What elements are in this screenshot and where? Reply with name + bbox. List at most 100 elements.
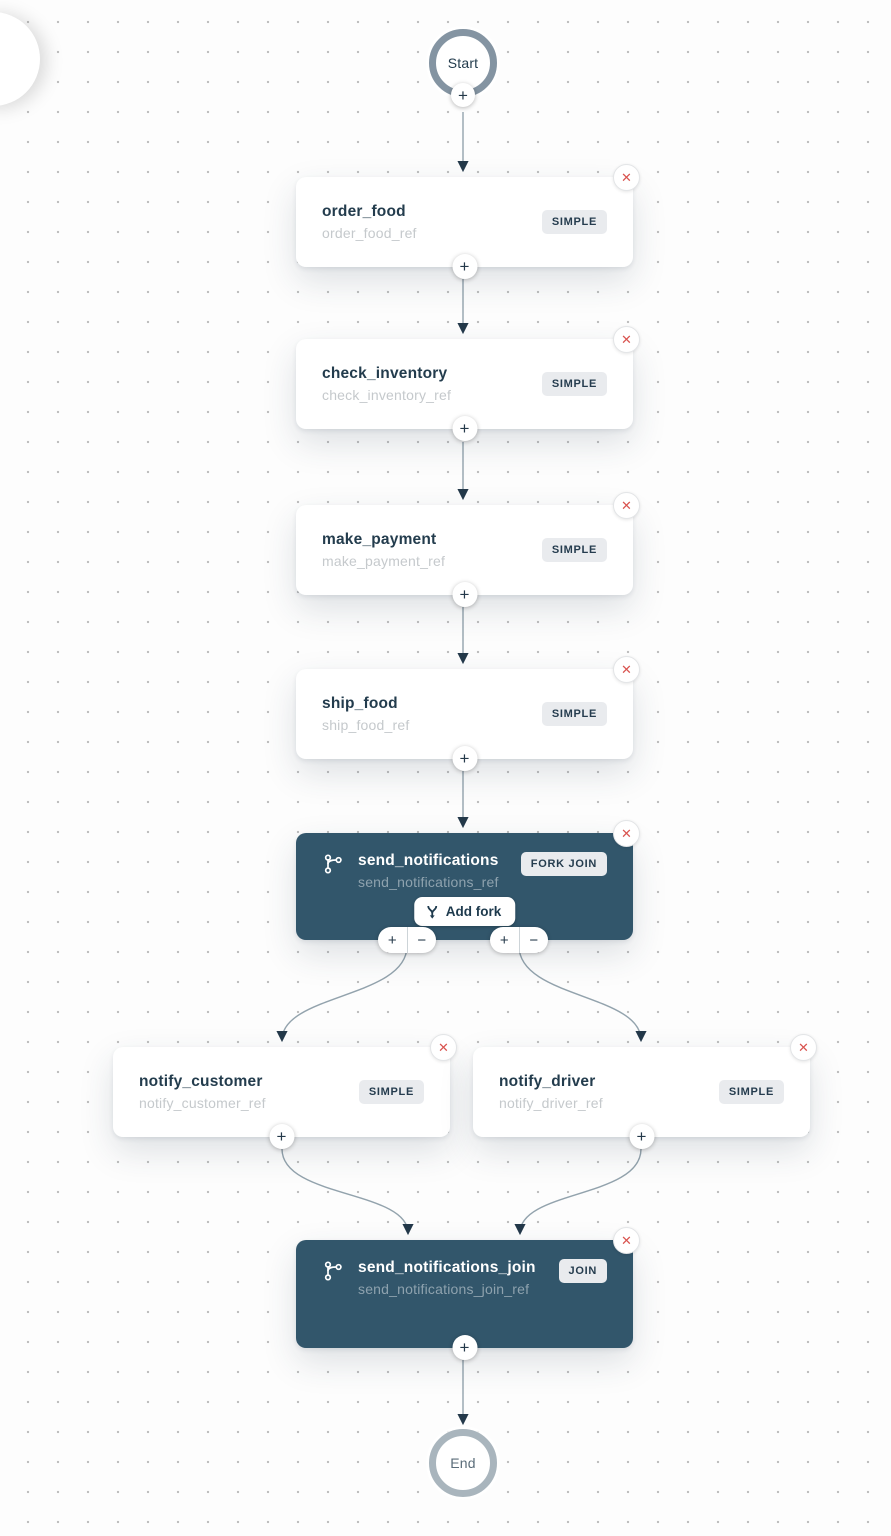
task-name: ship_food [322,695,398,712]
start-node[interactable]: Start + [429,29,497,107]
add-branch-task-button[interactable]: + [378,927,408,953]
task-ref: send_notifications_ref [358,874,499,890]
add-branch-task-button[interactable]: + [490,927,520,953]
task-text: ship_food ship_food_ref [322,695,528,733]
task-node-send-notifications-join[interactable]: ✕ send_notifications_join send_notificat… [296,1227,640,1360]
plus-icon: + [276,1127,287,1146]
connector-fork-to-notify-customer [276,945,408,1043]
remove-branch-button[interactable]: − [520,927,549,953]
fork-split-icon [426,905,437,919]
task-node-order-food[interactable]: ✕ order_food order_food_ref SIMPLE + [296,164,640,279]
task-type-badge: FORK JOIN [520,852,607,876]
task-ref: order_food_ref [322,225,417,241]
task-ref: ship_food_ref [322,717,410,733]
task-ref: send_notifications_join_ref [358,1281,530,1297]
task-type-badge: SIMPLE [541,538,607,562]
fork-join-icon [324,854,342,874]
end-node[interactable]: End [429,1429,497,1497]
task-node-body: order_food order_food_ref SIMPLE [296,177,633,267]
task-type-badge: JOIN [558,1259,607,1283]
task-node-make-payment[interactable]: ✕ make_payment make_payment_ref SIMPLE + [296,492,640,607]
minus-icon: − [529,931,539,949]
task-type-badge: SIMPLE [541,210,607,234]
plus-icon: + [387,931,397,949]
add-task-button[interactable]: + [452,416,477,441]
delete-task-button[interactable]: ✕ [613,164,640,191]
task-node-ship-food[interactable]: ✕ ship_food ship_food_ref SIMPLE + [296,656,640,771]
minus-icon: − [417,931,427,949]
task-type-badge: SIMPLE [358,1080,424,1104]
add-task-button[interactable]: + [452,254,477,279]
plus-icon: + [499,931,509,949]
task-type-badge: SIMPLE [718,1080,784,1104]
close-icon: ✕ [621,169,632,185]
delete-task-button[interactable]: ✕ [613,492,640,519]
task-node-body: make_payment make_payment_ref SIMPLE [296,505,633,595]
delete-task-button[interactable]: ✕ [613,820,640,847]
connector-fork-to-notify-driver [518,945,647,1043]
close-icon: ✕ [798,1039,809,1055]
delete-task-button[interactable]: ✕ [613,656,640,683]
plus-icon: + [459,1338,470,1357]
task-ref: make_payment_ref [322,553,446,569]
task-node-body: check_inventory check_inventory_ref SIMP… [296,339,633,429]
task-text: send_notifications send_notifications_re… [358,852,507,890]
end-label: End [450,1455,476,1471]
task-text: notify_customer notify_customer_ref [139,1073,345,1111]
plus-icon: + [459,419,470,438]
close-icon: ✕ [621,1232,632,1248]
delete-task-button[interactable]: ✕ [613,326,640,353]
remove-branch-button[interactable]: − [408,927,437,953]
start-label: Start [447,55,479,71]
task-type-badge: SIMPLE [541,372,607,396]
task-text: make_payment make_payment_ref [322,531,528,569]
task-node-check-inventory[interactable]: ✕ check_inventory check_inventory_ref SI… [296,326,640,441]
close-icon: ✕ [621,661,632,677]
plus-icon: + [458,85,468,105]
close-icon: ✕ [621,331,632,347]
join-icon [324,1261,342,1281]
task-node-body: send_notifications send_notifications_re… [296,833,633,890]
plus-icon: + [459,585,470,604]
delete-task-button[interactable]: ✕ [790,1034,817,1061]
delete-task-button[interactable]: ✕ [430,1034,457,1061]
add-fork-label: Add fork [445,904,502,919]
add-task-after-start-button[interactable]: + [451,83,475,107]
task-ref: notify_driver_ref [499,1095,603,1111]
task-node-body: send_notifications_join send_notificatio… [296,1240,633,1297]
task-text: order_food order_food_ref [322,203,528,241]
task-node-send-notifications[interactable]: ✕ send_notifications send_notifications_… [296,820,640,953]
task-text: send_notifications_join send_notificatio… [358,1259,545,1297]
add-fork-button[interactable]: Add fork [413,897,516,926]
plus-icon: + [459,257,470,276]
task-text: check_inventory check_inventory_ref [322,365,528,403]
task-name: send_notifications_join [358,1259,536,1276]
task-node-body: notify_driver notify_driver_ref SIMPLE [473,1047,810,1137]
fork-branch-controls-left: + − [378,927,436,953]
connector-notify-customer-to-join [281,1148,414,1236]
close-icon: ✕ [621,497,632,513]
task-text: notify_driver notify_driver_ref [499,1073,705,1111]
add-task-button[interactable]: + [452,746,477,771]
add-task-button[interactable]: + [452,582,477,607]
fork-branch-controls-right: + − [490,927,548,953]
task-ref: notify_customer_ref [139,1095,266,1111]
task-node-body: ship_food ship_food_ref SIMPLE [296,669,633,759]
task-ref: check_inventory_ref [322,387,452,403]
task-node-notify-driver[interactable]: ✕ notify_driver notify_driver_ref SIMPLE… [473,1034,817,1149]
plus-icon: + [636,1127,647,1146]
add-task-button[interactable]: + [629,1124,654,1149]
add-task-button[interactable]: + [452,1335,477,1360]
task-node-body: notify_customer notify_customer_ref SIMP… [113,1047,450,1137]
task-name: notify_customer [139,1073,263,1090]
task-node-notify-customer[interactable]: ✕ notify_customer notify_customer_ref SI… [113,1034,457,1149]
add-task-button[interactable]: + [269,1124,294,1149]
close-icon: ✕ [438,1039,449,1055]
task-name: send_notifications [358,852,499,869]
task-name: make_payment [322,531,437,548]
task-name: notify_driver [499,1073,596,1090]
task-name: check_inventory [322,365,448,382]
delete-task-button[interactable]: ✕ [613,1227,640,1254]
